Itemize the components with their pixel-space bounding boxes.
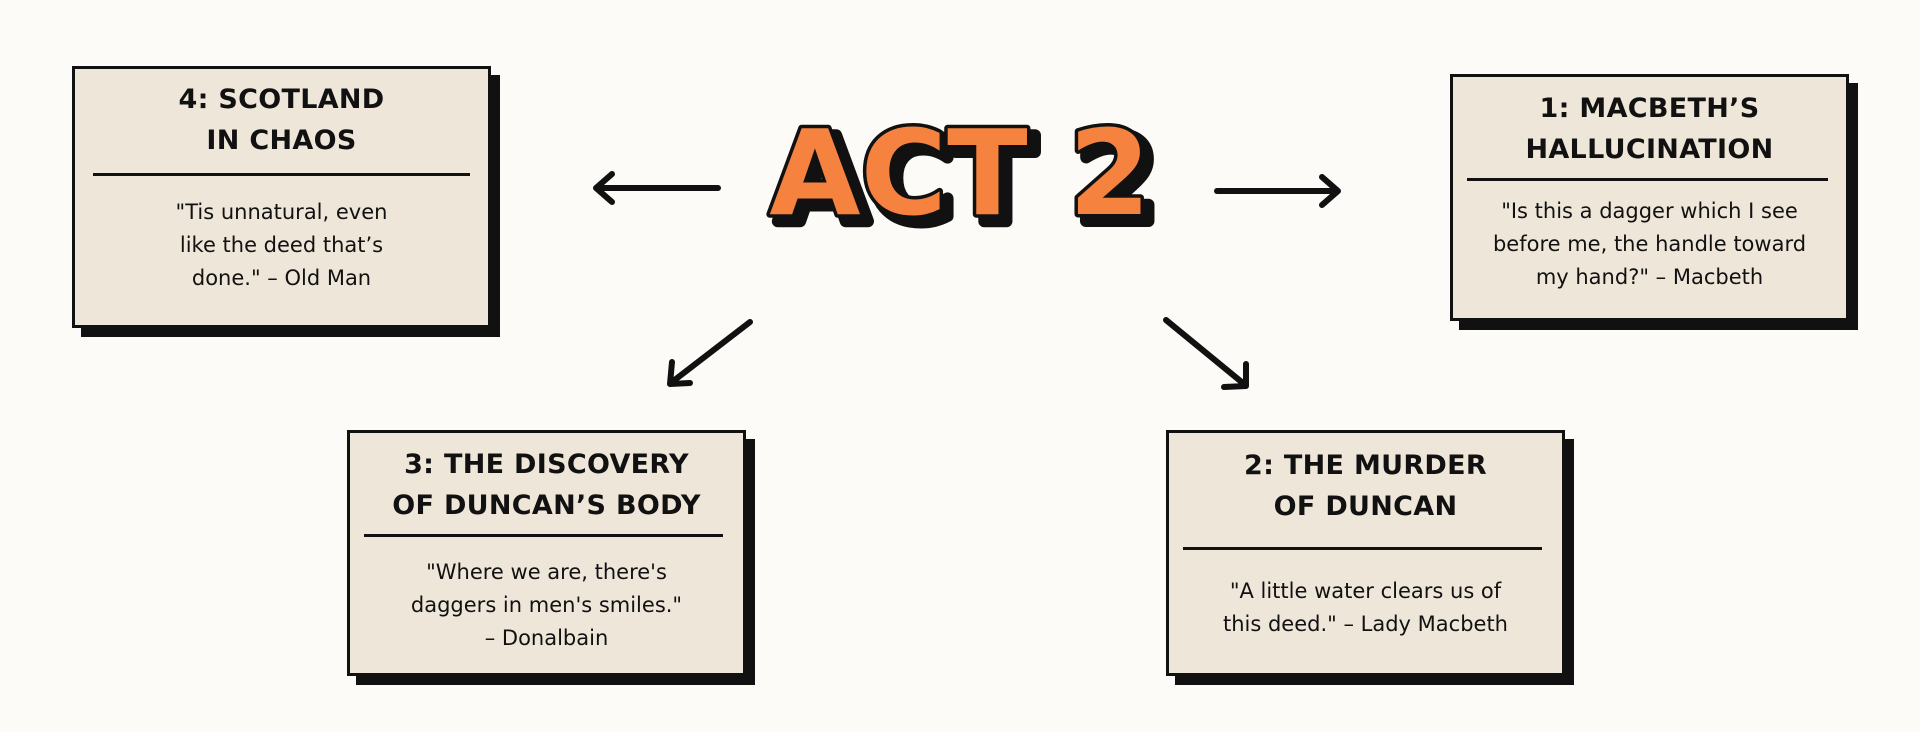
card-title-line: OF DUNCAN [1273,491,1458,522]
arrow-to-card-3 [667,319,753,387]
main-title: ACT 2 ACT 2 [766,101,1165,256]
card-title-line: 2: THE MURDER [1244,450,1487,481]
arrow-to-card-4 [593,171,721,205]
card-quote: "Is this a dagger which I see before me,… [1453,195,1846,294]
card-title-line: OF DUNCAN’S BODY [392,490,701,521]
card-title: 2: THE MURDER OF DUNCAN [1169,445,1562,527]
card-divider [364,534,723,537]
card-divider [93,173,470,176]
card-title: 1: MACBETH’S HALLUCINATION [1453,88,1846,170]
card-discovery-of-duncans-body: 3: THE DISCOVERY OF DUNCAN’S BODY "Where… [347,430,746,676]
card-title: 3: THE DISCOVERY OF DUNCAN’S BODY [350,444,743,526]
card-divider [1183,547,1542,550]
card-title-line: 1: MACBETH’S [1539,93,1760,124]
card-quote: "Tis unnatural, even like the deed that’… [75,196,488,295]
card-quote-line: my hand?" – Macbeth [1535,265,1764,289]
card-quote-line: – Donalbain [484,626,609,650]
card-macbeths-hallucination: 1: MACBETH’S HALLUCINATION "Is this a da… [1450,74,1849,321]
card-title-line: HALLUCINATION [1525,134,1774,165]
card-title-line: 3: THE DISCOVERY [404,449,689,480]
card-quote-line: daggers in men's smiles." [410,593,683,617]
card-quote-line: "A little water clears us of [1229,579,1502,603]
card-title-line: IN CHAOS [206,125,357,156]
card-title: 4: SCOTLAND IN CHAOS [75,79,488,161]
card-murder-of-duncan: 2: THE MURDER OF DUNCAN "A little water … [1166,430,1565,676]
card-quote-line: this deed." – Lady Macbeth [1222,612,1508,636]
card-quote: "A little water clears us of this deed."… [1169,575,1562,641]
card-title-line: 4: SCOTLAND [178,84,385,115]
arrow-to-card-1 [1214,174,1341,208]
main-title-shadow: ACT 2 [777,111,1159,249]
card-quote-line: done." – Old Man [191,266,372,290]
arrow-to-card-2 [1163,317,1249,390]
card-scotland-in-chaos: 4: SCOTLAND IN CHAOS "Tis unnatural, eve… [72,66,491,328]
main-title-text: ACT 2 [769,104,1151,242]
card-quote-line: "Tis unnatural, even [175,200,388,224]
card-divider [1467,178,1828,181]
card-quote-line: like the deed that’s [179,233,384,257]
card-quote-line: before me, the handle toward [1492,232,1807,256]
card-quote: "Where we are, there's daggers in men's … [350,556,743,655]
card-quote-line: "Where we are, there's [426,560,667,584]
card-quote-line: "Is this a dagger which I see [1501,199,1798,223]
